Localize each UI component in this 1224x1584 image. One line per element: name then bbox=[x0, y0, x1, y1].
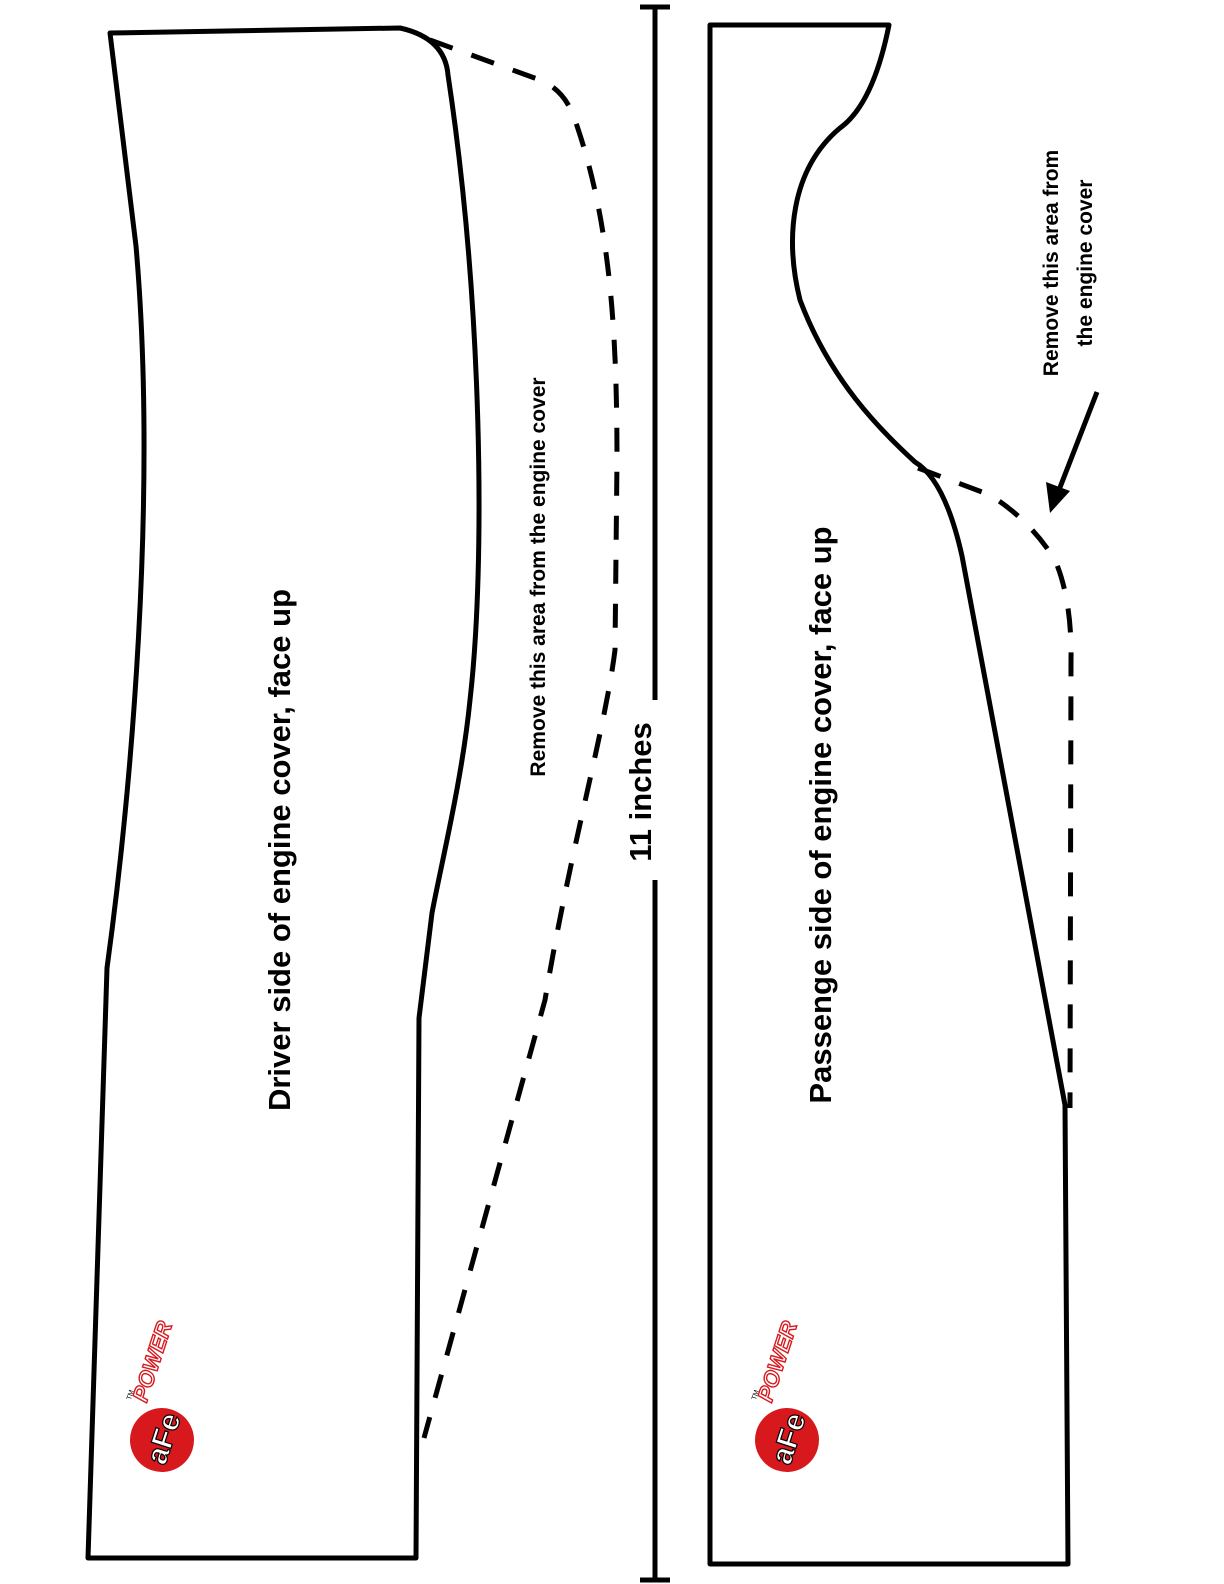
passenger-panel-note-line2: the engine cover bbox=[1074, 180, 1097, 347]
arrow-icon bbox=[1046, 391, 1100, 513]
passenger-panel-label: Passenge side of engine cover, face up bbox=[803, 526, 838, 1103]
passenger-cut-line bbox=[917, 465, 1074, 1109]
dimension-label: 11 inches bbox=[623, 722, 658, 862]
passenger-panel-note-line1: Remove this area from bbox=[1040, 150, 1063, 376]
afe-power-logo-icon: aFe POWER TM bbox=[751, 1317, 819, 1472]
driver-cut-line bbox=[421, 37, 620, 1439]
logo-tm-text: TM bbox=[751, 1389, 761, 1401]
logo-tm-text: TM bbox=[126, 1389, 136, 1401]
passenger-panel-outline bbox=[707, 22, 1071, 1567]
driver-panel-note: Remove this area from the engine cover bbox=[527, 377, 550, 776]
afe-power-logo-icon: aFe POWER TM bbox=[126, 1317, 194, 1472]
dimension-label-bg bbox=[620, 700, 662, 880]
driver-panel-outline bbox=[85, 25, 482, 1561]
driver-panel-label: Driver side of engine cover, face up bbox=[262, 589, 297, 1111]
